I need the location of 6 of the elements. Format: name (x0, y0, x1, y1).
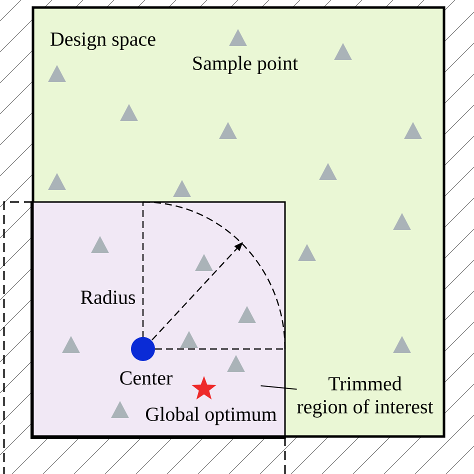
leader-line (260, 385, 298, 390)
optimum-label: Global optimum (146, 406, 277, 426)
center-label: Center (120, 371, 172, 385)
sample-point-label: Sample point (193, 56, 298, 74)
callout-text: Trimmed region of interest (289, 375, 441, 419)
radius-label: Radius (80, 290, 136, 304)
